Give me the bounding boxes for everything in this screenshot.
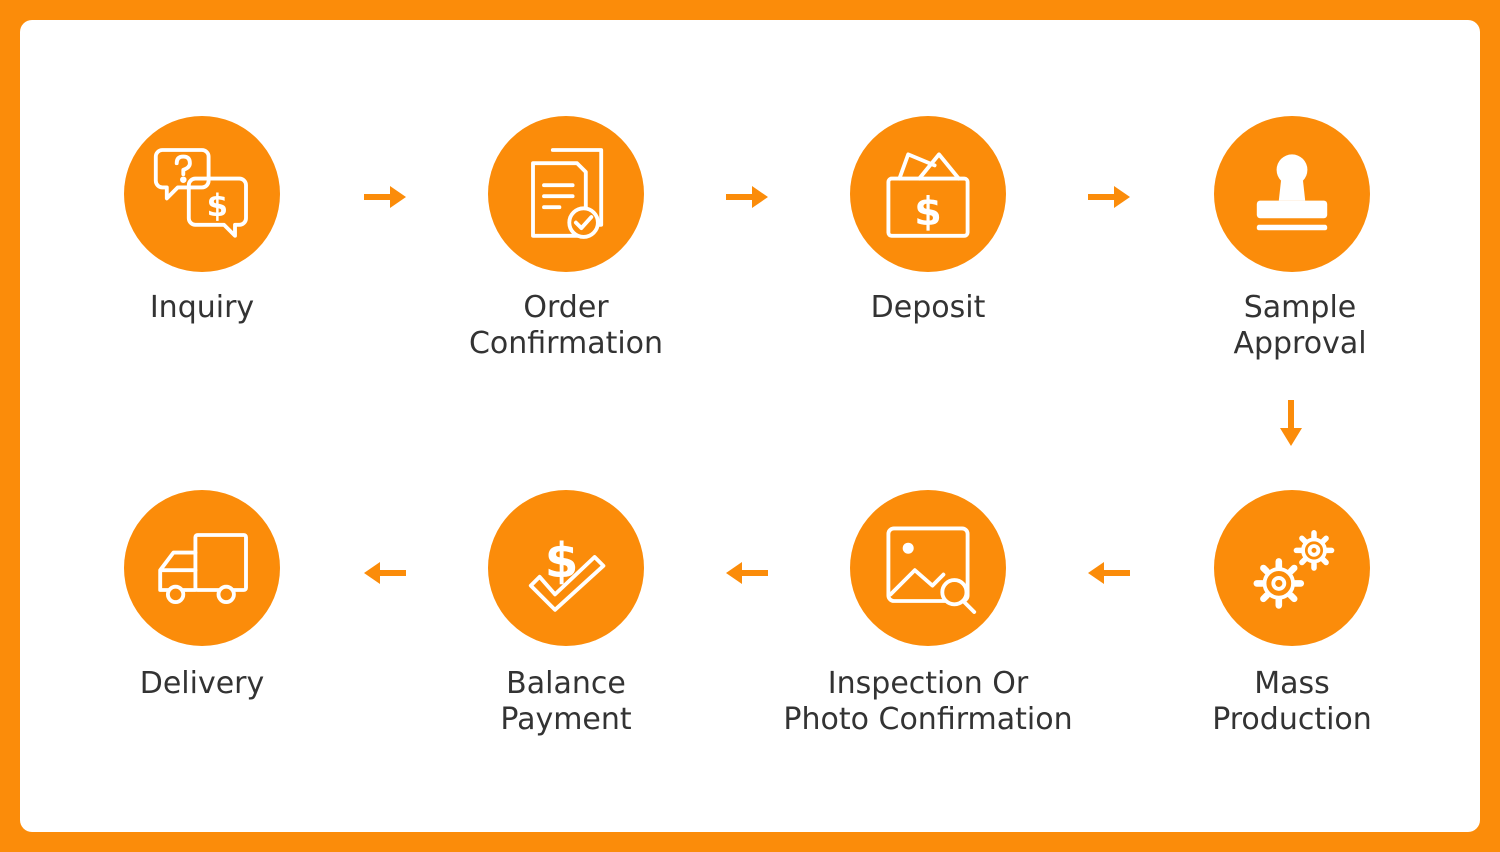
step-sample-approval-circle <box>1214 116 1370 272</box>
inquiry-chat-icon: $ <box>153 148 248 238</box>
truck-icon <box>158 533 248 605</box>
money-wallet-icon: $ <box>886 152 970 238</box>
arrow-right-2 <box>722 172 772 222</box>
step-order-confirmation-circle <box>488 116 644 272</box>
svg-text:$: $ <box>545 533 579 589</box>
step-inquiry-label: Inquiry <box>149 290 255 325</box>
step-deposit-label: Deposit <box>870 290 986 325</box>
image-search-icon <box>886 526 977 614</box>
step-deposit-circle: $ <box>850 116 1006 272</box>
arrow-left-1 <box>1084 548 1134 598</box>
arrow-left-icon <box>364 562 406 584</box>
document-check-icon <box>531 148 604 239</box>
svg-text:$: $ <box>914 189 942 235</box>
arrow-right-icon <box>1088 186 1130 208</box>
arrow-right-icon <box>364 186 406 208</box>
arrow-right-1 <box>360 172 410 222</box>
arrow-left-3 <box>360 548 410 598</box>
arrow-left-2 <box>722 548 772 598</box>
arrow-left-icon <box>1088 562 1130 584</box>
step-inspection-circle <box>850 490 1006 646</box>
stamp-icon <box>1256 154 1328 231</box>
step-mass-production-circle <box>1214 490 1370 646</box>
arrow-right-icon <box>726 186 768 208</box>
step-delivery-label: Delivery <box>139 666 265 701</box>
arrow-down-icon <box>1280 400 1302 446</box>
dollar-check-icon: $ <box>528 533 606 612</box>
arrow-left-icon <box>726 562 768 584</box>
arrow-right-3 <box>1084 172 1134 222</box>
step-inquiry-circle: $ <box>124 116 280 272</box>
arrow-down-1 <box>1266 398 1316 448</box>
step-delivery-circle <box>124 490 280 646</box>
step-balance-payment-circle: $ <box>488 490 644 646</box>
gears-icon <box>1253 530 1335 609</box>
svg-text:$: $ <box>207 188 228 224</box>
